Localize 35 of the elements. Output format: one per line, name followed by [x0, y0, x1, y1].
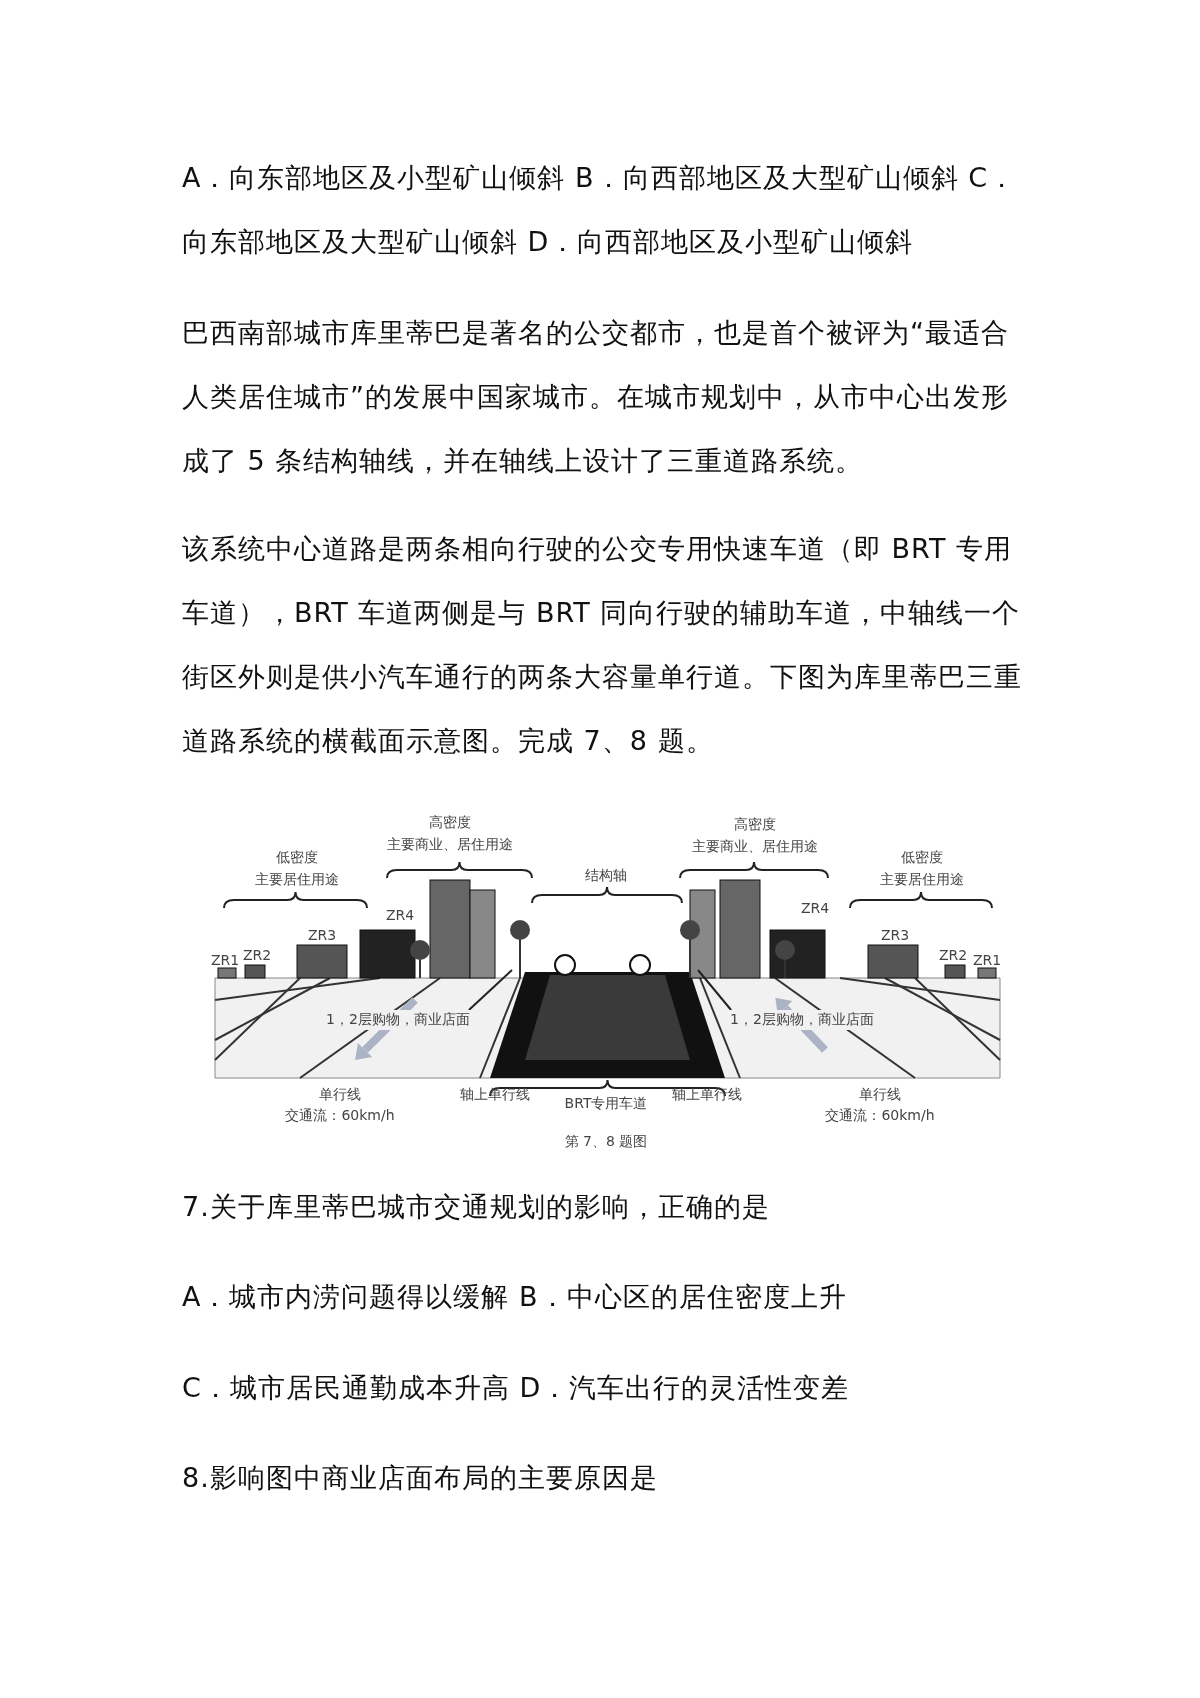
figure-label: 主要商业、居住用途 [692, 838, 818, 856]
figure-label: 主要居住用途 [880, 871, 964, 889]
figure-label: BRT专用车道 [564, 1095, 648, 1113]
figure-label: 高密度 [429, 814, 471, 832]
figure-label: 低密度 [276, 849, 318, 867]
figure-label: 主要居住用途 [255, 871, 339, 889]
figure-label: ZR2 [242, 947, 272, 963]
question-text: 7.关于库里蒂巴城市交通规划的影响，正确的是 [182, 1190, 771, 1224]
leader-line [467, 969, 513, 1011]
figure-label: 结构轴 [585, 867, 627, 885]
figure-label: ZR3 [307, 927, 337, 943]
question-text: 该系统中心道路是两条相向行驶的公交专用快速车道（即 BRT 专用车道），BRT 车道两侧是与 BRT 同向行驶的辅助车道，中轴线一个街区外则是供小汽车通行的两条大容量单行道。下图为库里蒂巴三重道路系统的横截面示意图。完成 7、8 题。 [182, 532, 1023, 758]
figure-label: ZR3 [880, 927, 910, 943]
figure-label: 交通流：60km/h [825, 1107, 935, 1125]
figure-label: 单行线 [319, 1086, 361, 1104]
figure-label: ZR1 [972, 952, 1002, 968]
figure-label: ZR4 [385, 907, 415, 923]
figure-label: ZR1 [210, 952, 240, 968]
figure-label: ZR4 [800, 900, 830, 916]
question-text: 巴西南部城市库里蒂巴是著名的公交都市，也是首个被评为“最适合人类居住城市”的发展中国家城市。在城市规划中，从市中心出发形成了 5 条结构轴线，并在轴线上设计了三重道路系统。 [182, 316, 1010, 478]
leader-line [697, 969, 733, 1011]
callout-text: 1，2层购物，商业店面 [727, 1010, 877, 1030]
question-text: 8.影响图中商业店面布局的主要原因是 [182, 1461, 659, 1495]
figure-label: 轴上单行线 [460, 1086, 530, 1104]
figure-caption: 第 7、8 题图 [564, 1133, 648, 1151]
figure-label: 单行线 [859, 1086, 901, 1104]
figure-label: 低密度 [901, 849, 943, 867]
figure-label: 交通流：60km/h [285, 1107, 395, 1125]
question-text: C．城市居民通勤成本升高 D．汽车出行的灵活性变差 [182, 1371, 851, 1405]
question-text: A．向东部地区及小型矿山倾斜 B．向西部地区及大型矿山倾斜 C．向东部地区及大型矿山倾斜 D．向西部地区及小型矿山倾斜 [182, 161, 1017, 259]
figure-label: ZR2 [938, 947, 968, 963]
figure-label: 轴上单行线 [672, 1086, 742, 1104]
figure-label: 高密度 [734, 816, 776, 834]
figure-label: 主要商业、居住用途 [387, 836, 513, 854]
question-text: A．城市内涝问题得以缓解 B．中心区的居住密度上升 [182, 1280, 848, 1314]
